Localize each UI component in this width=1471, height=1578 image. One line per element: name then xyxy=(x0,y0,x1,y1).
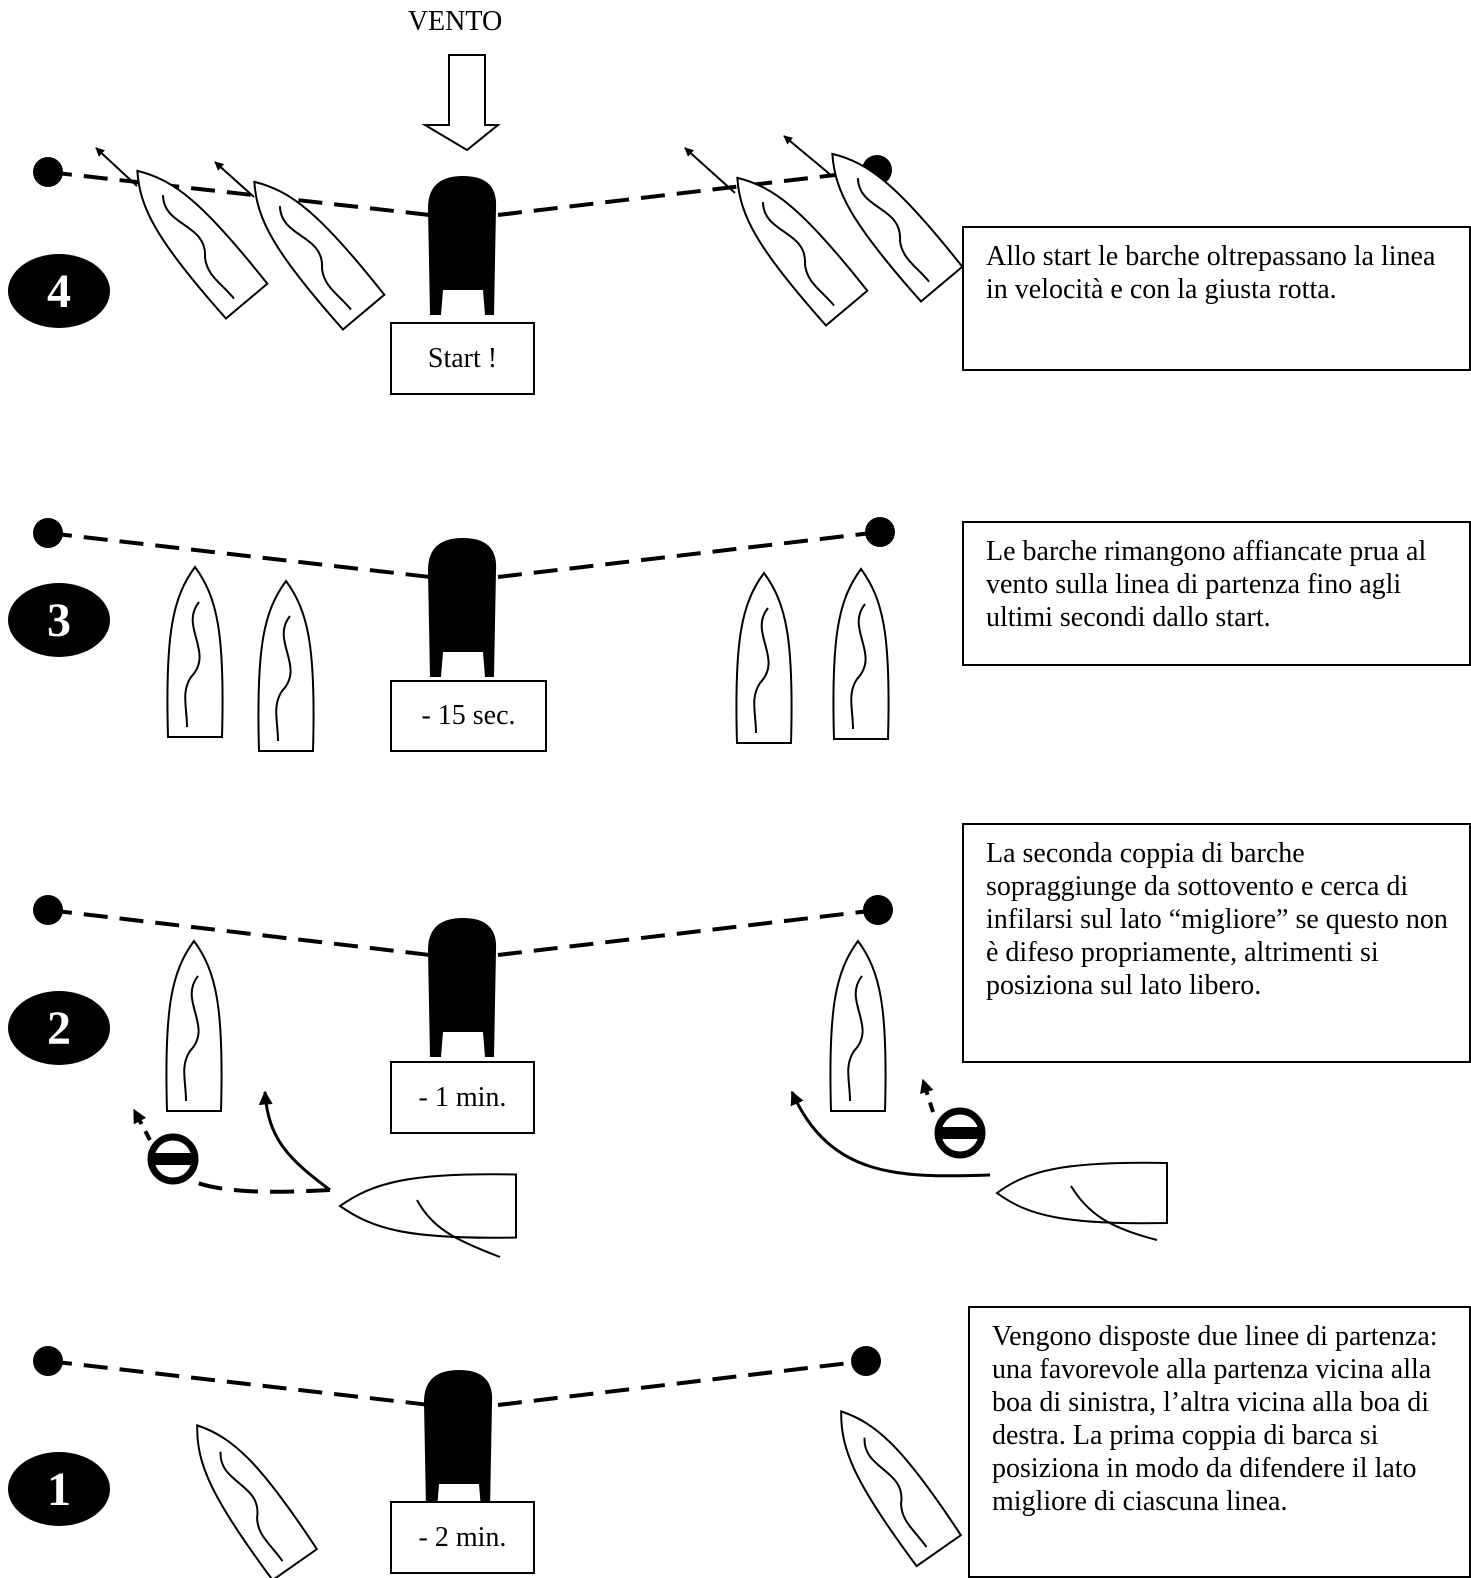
boat xyxy=(166,566,224,738)
step-number-badge: 1 xyxy=(8,1452,110,1526)
committee-boat xyxy=(424,1370,493,1509)
start-line-left xyxy=(47,908,431,957)
course-arrow xyxy=(684,147,736,194)
curved-arrow xyxy=(790,1090,991,1178)
dashed-arrow xyxy=(920,1078,935,1113)
step-description: Vengono disposte due linee di partenza: … xyxy=(968,1306,1471,1578)
buoy-right xyxy=(851,1346,881,1376)
curved-arrow xyxy=(258,1090,331,1192)
course-arrow xyxy=(214,161,255,198)
step-description: Allo start le barche oltrepassano la lin… xyxy=(962,226,1471,371)
step-4-scene xyxy=(33,135,964,331)
boat xyxy=(115,152,269,320)
committee-boat xyxy=(428,918,497,1057)
dashed-arrow xyxy=(132,1108,152,1141)
step-description: La seconda coppia di barche sopraggiunge… xyxy=(962,823,1471,1063)
boat xyxy=(257,580,315,752)
step-description: Le barche rimangono affiancate prua al v… xyxy=(962,521,1471,666)
start-line-right xyxy=(497,530,881,579)
buoy-right xyxy=(865,517,895,547)
boat xyxy=(173,1408,319,1578)
start-line-left xyxy=(47,531,431,579)
wind-label: VENTO xyxy=(407,6,503,37)
no-entry-icon xyxy=(151,1137,195,1181)
timer-label: - 1 min. xyxy=(390,1061,535,1134)
course-arrow xyxy=(783,135,833,177)
start-line-left xyxy=(47,1359,431,1407)
boat-incoming xyxy=(995,1161,1168,1225)
buoy-left xyxy=(33,157,63,187)
step-2-scene xyxy=(33,895,1168,1258)
step-1-scene xyxy=(33,1346,963,1578)
buoy-left xyxy=(33,1346,63,1376)
step-number-badge: 3 xyxy=(8,583,110,657)
no-entry-icon xyxy=(938,1111,982,1155)
boat xyxy=(817,1394,963,1568)
committee-boat xyxy=(428,538,497,677)
course-arrow xyxy=(95,147,138,187)
wind-arrow xyxy=(421,54,501,152)
boat-incoming-sheet xyxy=(1070,1185,1158,1241)
buoy-left xyxy=(33,895,63,925)
boat-incoming-sheet xyxy=(416,1199,501,1258)
step-number-badge: 2 xyxy=(8,991,110,1065)
committee-boat xyxy=(428,176,497,315)
start-line-right xyxy=(497,908,879,957)
start-line-right xyxy=(497,1359,867,1407)
timer-label: Start ! xyxy=(390,322,535,395)
step-number-badge: 4 xyxy=(8,254,110,328)
buoy-right xyxy=(863,895,893,925)
boat xyxy=(832,568,890,740)
boat xyxy=(735,572,793,744)
boat-incoming xyxy=(338,1173,517,1239)
start-line-left xyxy=(47,170,431,217)
buoy-left xyxy=(33,518,63,548)
boat xyxy=(829,940,887,1112)
timer-label: - 2 min. xyxy=(390,1501,535,1574)
boat xyxy=(232,163,386,331)
start-line-right xyxy=(497,168,878,217)
boat xyxy=(165,940,223,1112)
timer-label: - 15 sec. xyxy=(390,680,547,752)
step-3-scene xyxy=(33,517,895,752)
dashed-path xyxy=(194,1180,331,1194)
